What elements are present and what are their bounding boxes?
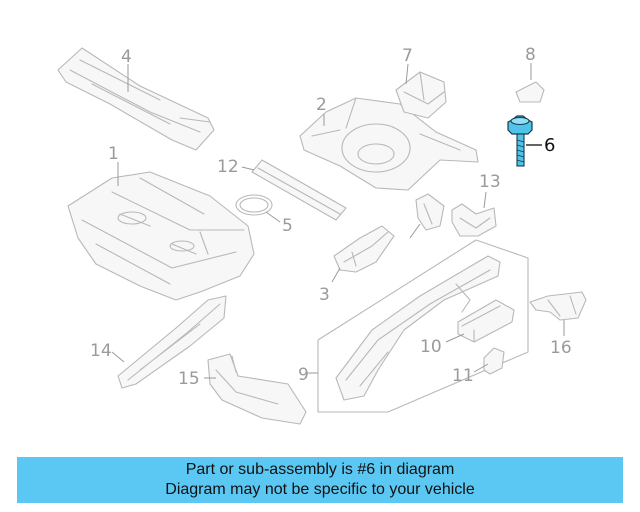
callout-2: 2: [316, 95, 327, 115]
part-14-lower-rail[interactable]: [111, 295, 227, 389]
callout-15: 15: [178, 369, 200, 389]
part-4-rail[interactable]: [57, 47, 215, 151]
part-11-clip[interactable]: [473, 347, 505, 375]
part-3-bracket[interactable]: [331, 225, 395, 283]
part-1-floor-pan[interactable]: [67, 162, 255, 301]
part-2-trunk-floor[interactable]: [299, 97, 479, 191]
callout-9: 9: [298, 365, 309, 385]
banner-line-1: Part or sub-assembly is #6 in diagram: [185, 461, 455, 478]
part-9-frame-assembly[interactable]: [306, 239, 529, 413]
callout-3: 3: [319, 285, 330, 305]
part-13-bracket[interactable]: [451, 191, 497, 237]
part-5-grommet[interactable]: [235, 194, 281, 223]
callout-12: 12: [217, 157, 239, 177]
callout-16: 16: [550, 338, 572, 358]
callout-13: 13: [479, 172, 501, 192]
callout-8: 8: [525, 45, 536, 65]
info-banner: Part or sub-assembly is #6 in diagram Di…: [17, 457, 623, 503]
banner-line-2: Diagram may not be specific to your vehi…: [165, 481, 475, 498]
part-7-bracket[interactable]: [395, 63, 447, 119]
part-15-heat-shield[interactable]: [204, 353, 307, 425]
callout-10: 10: [420, 337, 442, 357]
part-6-bolt[interactable]: [507, 115, 542, 167]
callout-4: 4: [121, 47, 132, 67]
callout-5: 5: [282, 216, 293, 236]
callout-14: 14: [90, 341, 112, 361]
part-10-block[interactable]: [445, 299, 515, 343]
callout-7: 7: [402, 46, 413, 66]
callout-6: 6: [544, 135, 555, 156]
part-17-bracket[interactable]: [409, 193, 445, 239]
callout-1: 1: [108, 144, 119, 164]
part-16-bracket[interactable]: [529, 291, 587, 336]
part-12-strip[interactable]: [241, 159, 347, 221]
callout-11: 11: [452, 366, 474, 386]
part-8-cap[interactable]: [515, 63, 545, 103]
